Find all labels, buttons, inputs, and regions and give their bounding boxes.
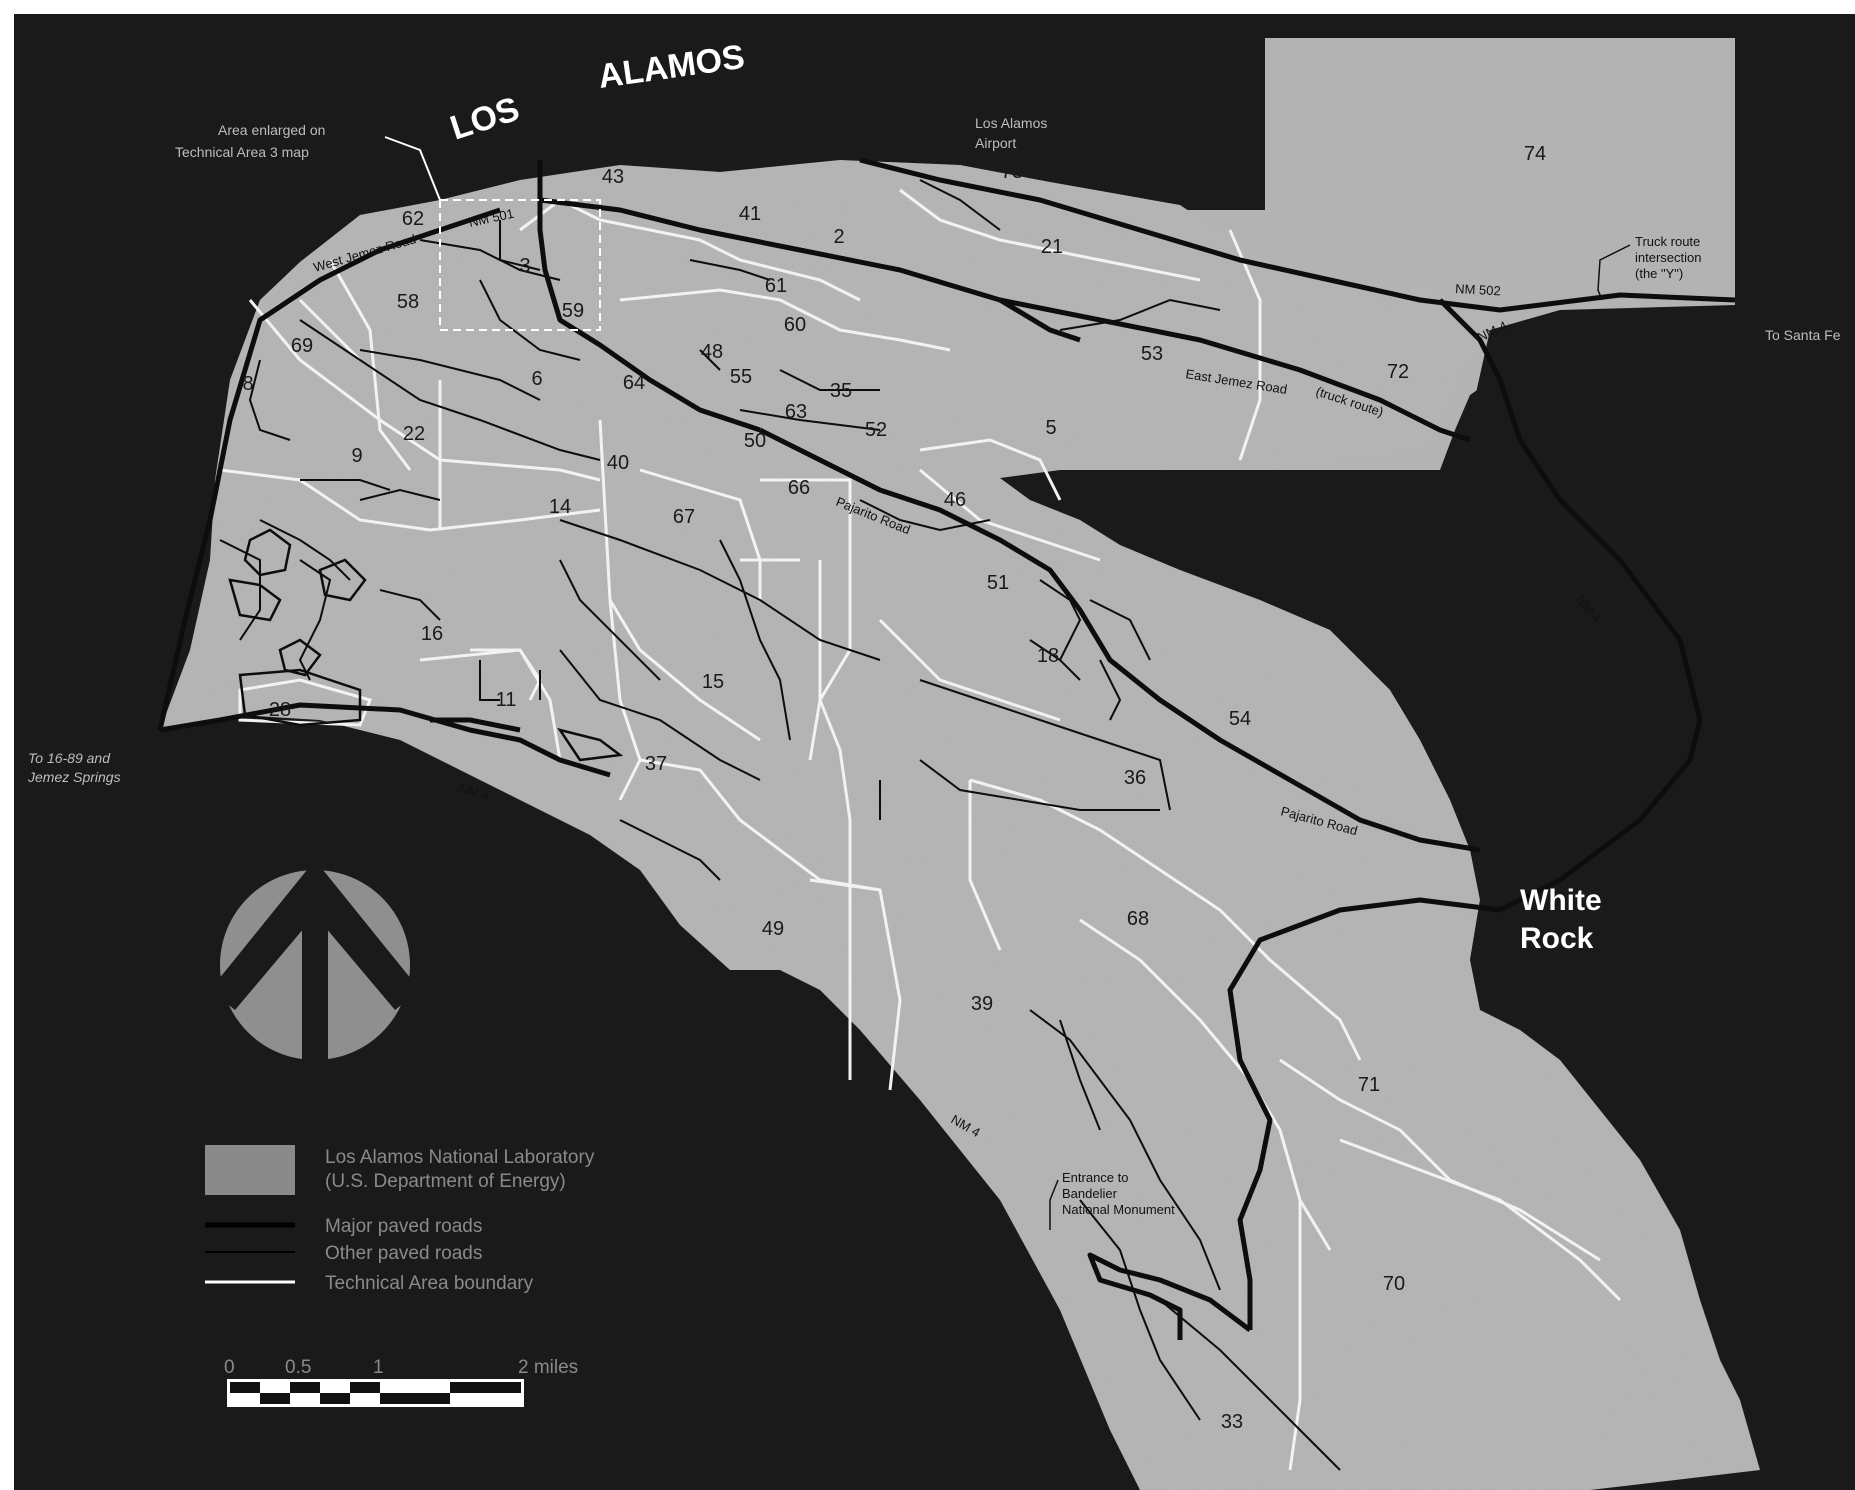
technical-area-label-61: 61: [765, 275, 787, 297]
technical-area-label-15: 15: [702, 671, 724, 693]
land-texture: [160, 160, 1760, 1490]
technical-area-label-11: 11: [496, 689, 517, 711]
technical-area-label-49: 49: [762, 918, 784, 940]
technical-area-label-8: 8: [242, 373, 253, 395]
town-label-rock: Rock: [1520, 922, 1594, 955]
technical-area-label-72: 72: [1387, 361, 1409, 383]
annotation-area-enlarged-line1: Area enlarged on: [218, 122, 325, 138]
annotation-bandelier-line3: National Monument: [1062, 1202, 1175, 1217]
bandelier-pointer: [1049, 1179, 1059, 1230]
technical-area-label-53: 53: [1141, 343, 1163, 365]
ta3-leader-line: [384, 136, 441, 201]
technical-area-label-60: 60: [784, 314, 806, 336]
legend-label-other: Other paved roads: [325, 1243, 482, 1264]
annotation-airport-line2: Airport: [975, 135, 1016, 151]
technical-area-label-43: 43: [602, 166, 624, 188]
annotation-bandelier-line1: Entrance to: [1062, 1170, 1129, 1185]
white-rock-town-area: [1440, 305, 1735, 1000]
annotation-truck-route-line1: Truck route: [1635, 234, 1700, 249]
technical-area-label-9: 9: [351, 445, 362, 467]
technical-area-label-64: 64: [623, 372, 645, 394]
town-label-white: White: [1520, 884, 1602, 917]
technical-area-label-21: 21: [1041, 236, 1063, 258]
technical-area-label-74: 74: [1524, 143, 1546, 165]
technical-area-label-3: 3: [519, 255, 530, 277]
technical-area-label-18: 18: [1037, 645, 1059, 667]
annotation-jemez-line1: To 16-89 and: [28, 750, 111, 766]
legend-swatch-lab: [205, 1145, 295, 1195]
technical-area-label-62: 62: [402, 208, 424, 230]
technical-area-label-28: 28: [269, 699, 291, 721]
technical-area-label-73: 73: [1001, 161, 1023, 183]
technical-area-label-6: 6: [531, 368, 542, 390]
road-label-nm502: NM 502: [1455, 281, 1501, 298]
legend-label-major: Major paved roads: [325, 1216, 482, 1237]
technical-area-label-37: 37: [645, 753, 667, 775]
technical-area-label-67: 67: [673, 506, 695, 528]
scale-label-2: 2 miles: [518, 1357, 578, 1378]
technical-area-label-41: 41: [739, 203, 761, 225]
scale-label-1: 1: [373, 1357, 384, 1378]
scale-label-half: 0.5: [285, 1357, 311, 1378]
technical-area-label-39: 39: [971, 993, 993, 1015]
technical-area-label-16: 16: [421, 623, 443, 645]
annotation-truck-route-line2: intersection: [1635, 250, 1701, 265]
technical-area-label-52: 52: [865, 419, 887, 441]
annotation-airport-line1: Los Alamos: [975, 115, 1047, 131]
annotation-area-enlarged-line2: Technical Area 3 map: [175, 144, 309, 160]
scale-bar: 0 0.5 1 2 miles: [224, 1357, 578, 1407]
map-annotations: Area enlarged on Technical Area 3 map Lo…: [27, 115, 1701, 1230]
technical-area-label-14: 14: [549, 496, 571, 518]
technical-area-label-50: 50: [744, 430, 766, 452]
north-arrow-icon: [210, 860, 420, 1060]
technical-area-label-22: 22: [403, 423, 425, 445]
scale-label-0: 0: [224, 1357, 235, 1378]
technical-area-label-40: 40: [607, 452, 629, 474]
technical-area-label-63: 63: [785, 401, 807, 423]
technical-area-label-71: 71: [1358, 1074, 1380, 1096]
major-paved-roads: [157, 157, 1736, 1340]
annotation-jemez-line2: Jemez Springs: [27, 769, 121, 785]
technical-area-label-66: 66: [788, 477, 810, 499]
annotation-bandelier-line2: Bandelier: [1062, 1186, 1118, 1201]
legend-label-lab-line1: Los Alamos National Laboratory: [325, 1147, 595, 1168]
technical-area-label-69: 69: [291, 335, 313, 357]
technical-area-label-68: 68: [1127, 908, 1149, 930]
other-paved-roads: [219, 179, 1341, 1471]
technical-area-label-33: 33: [1221, 1411, 1243, 1433]
technical-area-label-48: 48: [701, 341, 723, 363]
legend: Los Alamos National Laboratory (U.S. Dep…: [205, 1145, 595, 1294]
technical-area-label-5: 5: [1045, 417, 1056, 439]
truck-route-pointer: [1597, 244, 1631, 301]
technical-area-label-54: 54: [1229, 708, 1251, 730]
technical-area-label-59: 59: [562, 300, 584, 322]
technical-area-label-35: 35: [830, 380, 852, 402]
road-label-to-santa-fe: To Santa Fe: [1765, 327, 1841, 343]
ta3-enlarged-area-box: [439, 199, 601, 331]
technical-area-label-70: 70: [1383, 1273, 1405, 1295]
technical-area-label-46: 46: [944, 489, 966, 511]
ta16-road-loops: [228, 528, 624, 762]
legend-label-lab-line2: (U.S. Department of Energy): [325, 1171, 566, 1192]
technical-area-label-2: 2: [833, 226, 844, 248]
annotation-truck-route-line3: (the "Y"): [1635, 266, 1683, 281]
technical-area-label-55: 55: [730, 366, 752, 388]
legend-label-boundary: Technical Area boundary: [325, 1273, 534, 1294]
technical-area-label-58: 58: [397, 291, 419, 313]
technical-area-label-36: 36: [1124, 767, 1146, 789]
technical-area-label-51: 51: [987, 572, 1009, 594]
